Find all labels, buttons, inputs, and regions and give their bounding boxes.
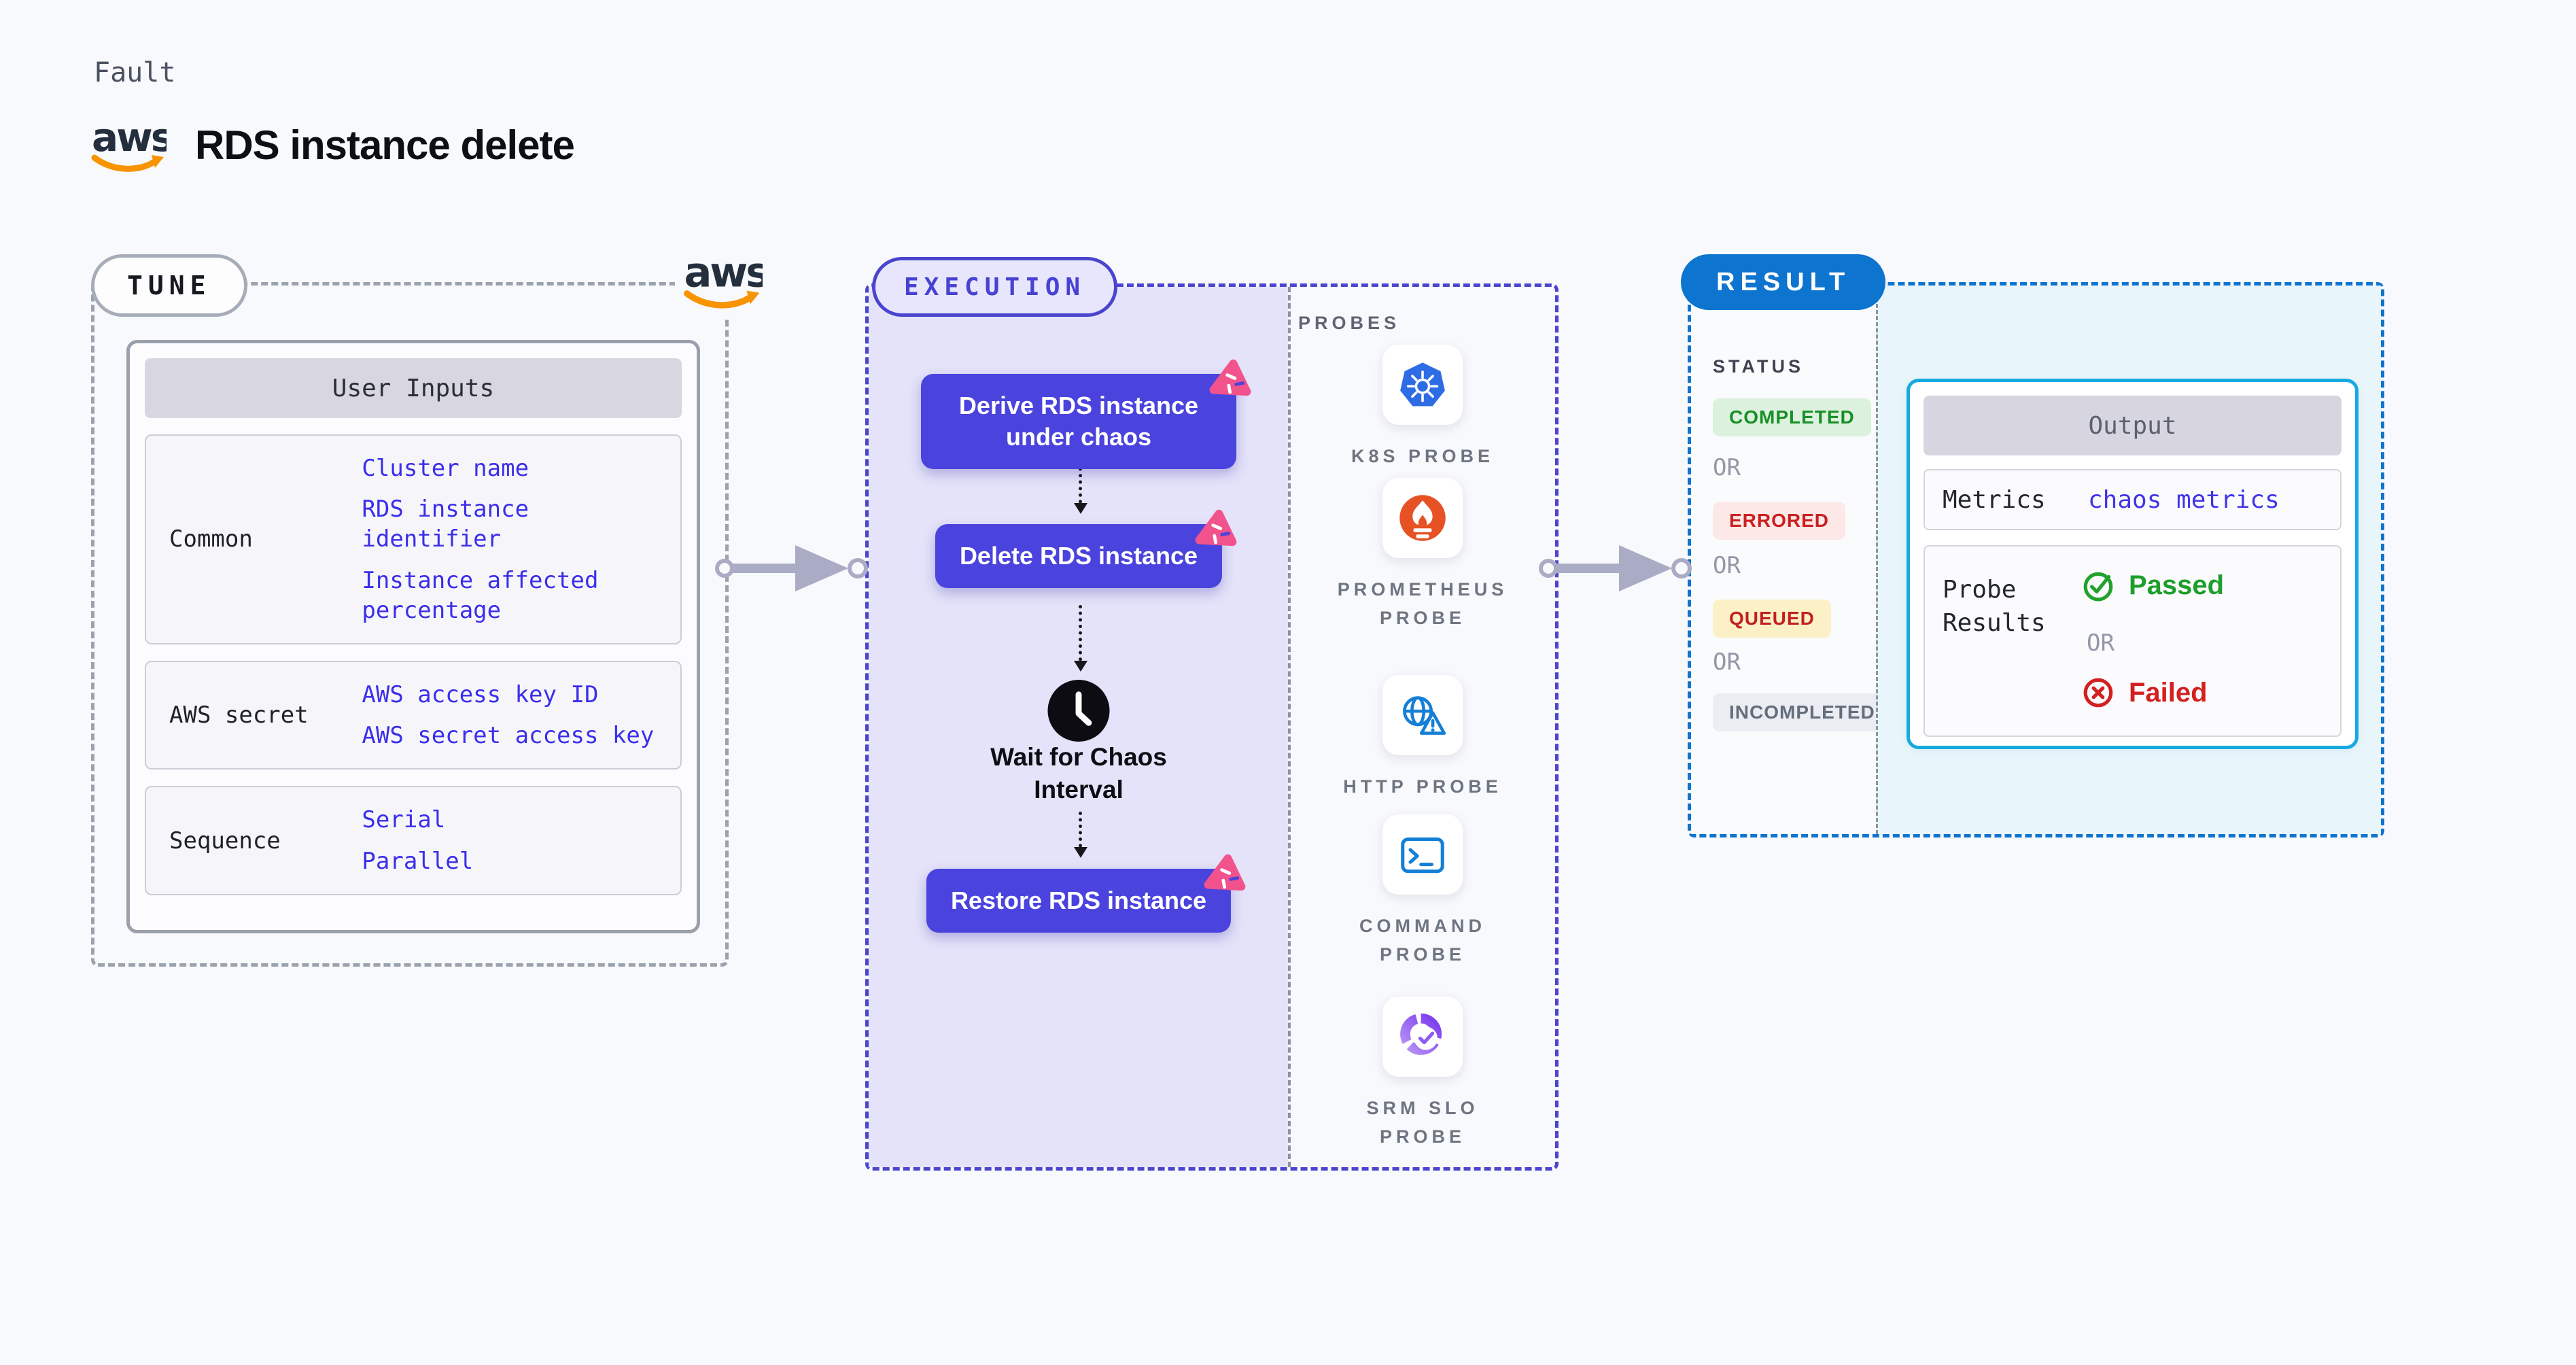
step-label: Restore RDS instance [950, 886, 1207, 914]
probe-label: K8S PROBE [1351, 446, 1495, 466]
output-table: Output Metrics chaos metrics Probe Resul… [1907, 379, 2359, 749]
row-values: Serial Parallel [362, 805, 657, 876]
execution-to-result-arrow [1539, 545, 1692, 591]
status-column: STATUS COMPLETED OR ERRORED OR QUEUED OR… [1691, 286, 1892, 834]
status-badge-queued: QUEUED [1713, 600, 1831, 638]
tune-section-box [91, 282, 729, 967]
flow-arrow-down [1074, 461, 1087, 514]
probes-divider [1288, 287, 1291, 1167]
flow-arrow-down [1074, 812, 1087, 858]
check-circle-icon [2083, 572, 2113, 602]
row-label: AWS secret [169, 702, 309, 729]
or-separator: OR [1713, 649, 1741, 676]
status-badge-incompleted: INCOMPLETED [1713, 693, 1892, 731]
failed-result: Failed [2081, 676, 2208, 710]
input-value: AWS secret access key [362, 722, 655, 750]
execution-section-box: Derive RDS instance under chaos Delete R… [865, 283, 1559, 1171]
probe-label: COMMAND PROBE [1359, 916, 1486, 965]
table-row-aws-secret: AWS secret AWS access key ID AWS secret … [145, 660, 682, 770]
status-heading: STATUS [1713, 356, 1804, 377]
probe-item-srm-slo: SRM SLO PROBE [1290, 997, 1555, 1152]
or-separator: OR [1713, 552, 1741, 579]
input-value: Parallel [362, 847, 474, 875]
result-badge-label: RESULT [1716, 267, 1851, 296]
metrics-row: Metrics chaos metrics [1924, 469, 2342, 530]
probe-item-prometheus: PROMETHEUS PROBE [1290, 478, 1555, 633]
passed-result: Passed [2081, 568, 2224, 602]
probe-item-http: HTTP PROBE [1290, 675, 1555, 801]
terminal-icon [1401, 837, 1444, 874]
input-value: Serial [362, 806, 446, 834]
probe-results-row: Probe Results Passed OR Failed [1924, 545, 2342, 737]
step-delete-rds-instance: Delete RDS instance [935, 524, 1222, 589]
result-section-box: STATUS COMPLETED OR ERRORED OR QUEUED OR… [1688, 282, 2384, 837]
row-label: Common [169, 525, 253, 553]
kubernetes-icon [1400, 362, 1445, 407]
table-row-sequence: Sequence Serial Parallel [145, 786, 682, 895]
wait-step [1047, 678, 1111, 746]
probe-card [1382, 478, 1463, 558]
metrics-value: chaos metrics [2088, 485, 2280, 514]
step-derive-rds-instance: Derive RDS instance under chaos [921, 374, 1236, 470]
aws-logo-small-wrap [675, 245, 770, 317]
failed-label: Failed [2129, 677, 2208, 708]
or-separator: OR [2087, 629, 2114, 657]
execution-badge: EXECUTION [872, 257, 1118, 317]
litmus-chaos-icon [1192, 506, 1241, 555]
probe-label: HTTP PROBE [1343, 776, 1502, 797]
prometheus-icon [1399, 495, 1446, 541]
row-label: Sequence [169, 827, 281, 854]
probe-item-command: COMMAND PROBE [1290, 814, 1555, 969]
step-label: Derive RDS instance under chaos [958, 392, 1199, 451]
litmus-chaos-icon [1206, 356, 1255, 405]
page-title: RDS instance delete [195, 122, 575, 168]
tune-badge: TUNE [91, 254, 247, 317]
status-badge-completed: COMPLETED [1713, 398, 1871, 436]
probe-card [1382, 997, 1463, 1077]
table-row-common: Common Cluster name RDS instance identif… [145, 434, 682, 644]
user-inputs-table: User Inputs Common Cluster name RDS inst… [126, 340, 700, 933]
probe-results-label: Probe Results [1943, 576, 2046, 637]
wait-step-label: Wait for Chaos Interval [990, 743, 1167, 804]
fault-eyebrow: Fault [94, 57, 176, 88]
x-circle-icon [2083, 678, 2113, 708]
probe-label: SRM SLO PROBE [1366, 1098, 1479, 1147]
tune-to-execution-arrow [715, 545, 868, 591]
probes-heading: PROBES [1298, 313, 1401, 333]
probe-item-k8s: K8S PROBE [1290, 345, 1555, 471]
aws-logo [90, 116, 167, 175]
clock-icon [1047, 679, 1110, 742]
input-value: RDS instance identifier [362, 496, 529, 553]
execution-badge-label: EXECUTION [904, 273, 1086, 301]
litmus-chaos-icon [1201, 851, 1250, 900]
step-label: Delete RDS instance [959, 542, 1198, 570]
http-globe-warning-icon [1403, 696, 1446, 735]
passed-label: Passed [2129, 570, 2225, 600]
probe-card [1382, 814, 1463, 895]
probe-card [1382, 675, 1463, 755]
flow-arrow-down [1074, 605, 1087, 672]
result-divider [1876, 286, 1878, 834]
or-separator: OR [1713, 454, 1741, 481]
slo-donut-check-icon [1400, 1013, 1442, 1055]
aws-logo-small [682, 249, 763, 312]
input-value: Cluster name [362, 455, 529, 482]
tune-badge-label: TUNE [127, 271, 211, 300]
probe-card [1382, 345, 1463, 425]
result-badge: RESULT [1681, 254, 1886, 310]
title-row: RDS instance delete [90, 114, 575, 177]
metrics-label: Metrics [1943, 485, 2046, 514]
output-header: Output [1924, 396, 2342, 455]
step-restore-rds-instance: Restore RDS instance [926, 869, 1231, 933]
row-values: Cluster name RDS instance identifier Ins… [362, 453, 657, 625]
status-badge-errored: ERRORED [1713, 502, 1846, 540]
row-values: AWS access key ID AWS secret access key [362, 680, 657, 750]
input-value: Instance affected percentage [362, 566, 599, 624]
user-inputs-header: User Inputs [145, 358, 682, 418]
probe-label: PROMETHEUS PROBE [1337, 579, 1508, 628]
input-value: AWS access key ID [362, 680, 599, 708]
